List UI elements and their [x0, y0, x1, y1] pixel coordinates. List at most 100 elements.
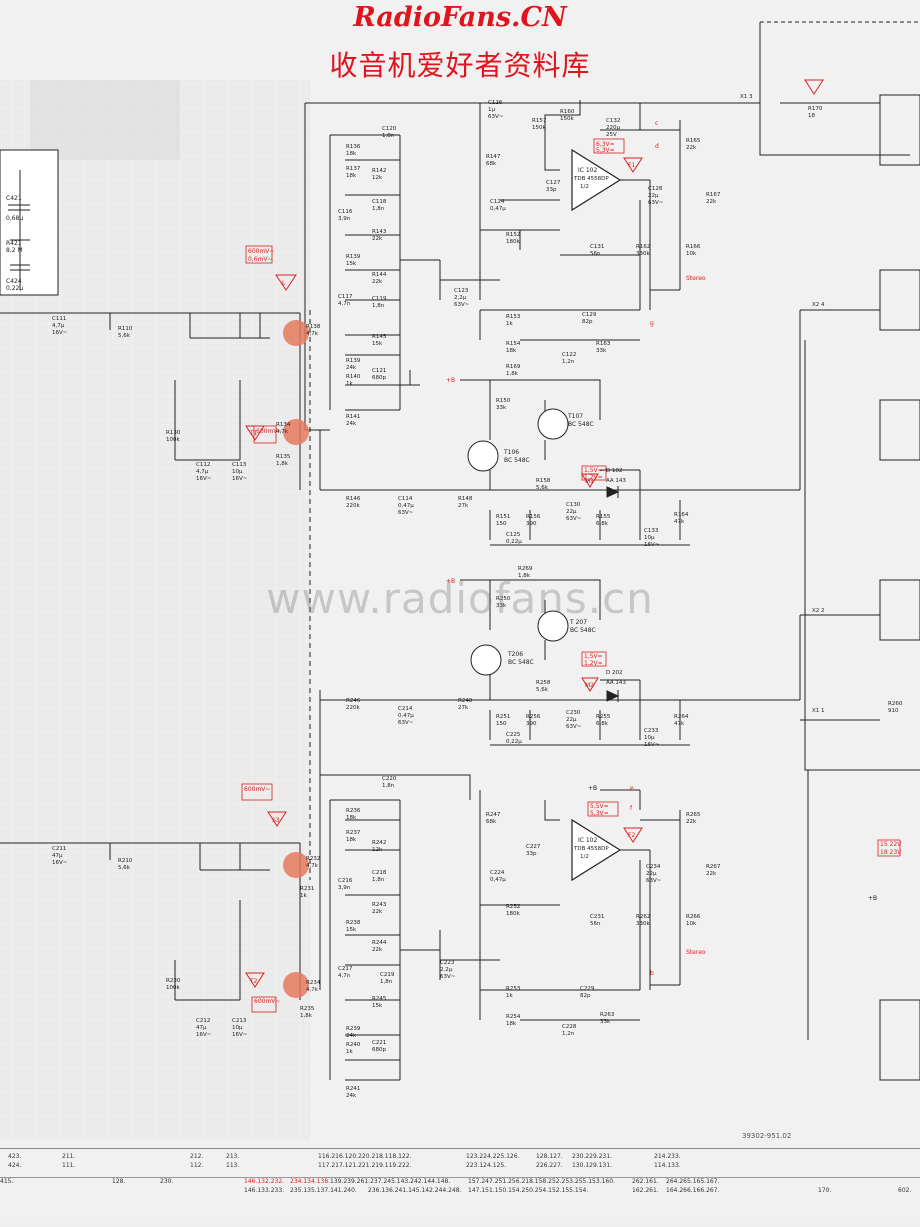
lower-plus-b: +B: [446, 578, 455, 585]
r421-label: R421: [6, 240, 22, 247]
component-label: 4,7k: [276, 429, 289, 435]
component-label: 24k: [346, 421, 357, 427]
component-label: 12k: [372, 175, 383, 181]
component-label: 47k: [674, 519, 685, 525]
component-label: 1,2n: [562, 359, 575, 365]
component-label: R160: [560, 109, 575, 115]
upper-tp-t: T1: [249, 430, 258, 437]
component-label: 18k: [346, 815, 357, 821]
component-label: C234: [646, 864, 661, 870]
component-label: 1,2n: [562, 1031, 575, 1037]
component-label: 33k: [596, 348, 607, 354]
lower-label-e: e: [630, 785, 634, 792]
component-label: R246: [346, 698, 361, 704]
component-label: R243: [372, 902, 387, 908]
component-label: R263: [600, 1012, 615, 1018]
component-label: C224: [490, 870, 505, 876]
t106-symbol: [467, 440, 499, 472]
component-label: 4,7µ: [52, 323, 65, 329]
component-label: R255: [596, 714, 611, 720]
component-label: 22µ: [566, 509, 577, 515]
component-label: X2 4: [812, 302, 825, 308]
component-label: C126: [488, 100, 503, 106]
t206-symbol: [470, 644, 502, 676]
d102-symbol: [606, 486, 620, 498]
component-label: 1,8n: [382, 133, 395, 139]
component-label: R163: [596, 341, 611, 347]
lower-tp-s: S3: [272, 817, 280, 824]
upper-note-boxes: [245, 138, 625, 481]
right-plus-b: +B: [868, 895, 877, 902]
component-label: C221: [372, 1040, 386, 1046]
lower-op-amp: IC 102 TDB 4558DP 1/2: [571, 818, 622, 882]
c424-label: C424: [6, 278, 22, 285]
component-label: C223: [440, 960, 455, 966]
component-label: R247: [486, 812, 501, 818]
upper-label-g: g: [650, 320, 654, 327]
footer-cell: 214.233.: [654, 1153, 681, 1160]
component-label: 63V~: [488, 114, 504, 120]
component-label: 100k: [166, 437, 180, 443]
component-label: R254: [506, 1014, 521, 1020]
component-label: R252: [506, 904, 520, 910]
component-label: R210: [118, 858, 133, 864]
component-label: 1,8k: [300, 1013, 313, 1019]
component-label: 390: [526, 521, 537, 527]
component-label: 22k: [372, 279, 383, 285]
component-label: R150: [496, 398, 511, 404]
component-label: 1µ: [488, 107, 495, 113]
component-label: 3,9n: [338, 216, 351, 222]
component-label: 15k: [346, 927, 357, 933]
component-position-footer: 423. 211. 212. 213. 116.216.120.220.218.…: [0, 1148, 920, 1224]
lower-plus-b-ic: +B: [588, 785, 597, 792]
component-label: C111: [52, 316, 66, 322]
component-label: C132: [606, 118, 620, 124]
component-label: C219: [380, 972, 395, 978]
component-label: 22k: [372, 909, 383, 915]
footer-cell: 262.161.: [632, 1178, 659, 1185]
component-label: 1,8n: [372, 303, 385, 309]
upper-stereo: Stereo: [686, 275, 706, 282]
watermark: www.radiofans.cn: [266, 574, 654, 623]
footer-row-3: 415. 128. 230. 146.132.232. 234.134.138.…: [0, 1177, 920, 1190]
component-label: 16V~: [644, 542, 660, 548]
component-label: R245: [372, 996, 387, 1002]
component-label: 18k: [506, 1021, 517, 1027]
upper-transistors: [467, 408, 569, 472]
component-label: R170: [808, 106, 823, 112]
component-label: 22µ: [648, 193, 659, 199]
component-label: C213: [232, 1018, 247, 1024]
component-label: 1,8n: [372, 877, 385, 883]
component-label: 18k: [346, 173, 357, 179]
component-label: X1 1: [812, 708, 825, 714]
component-label: R236: [346, 808, 361, 814]
component-label: 4,7k: [306, 987, 319, 993]
c424-value: 0,22µ: [6, 285, 23, 292]
c421-label: C421: [6, 195, 22, 202]
component-label: R139: [346, 358, 361, 364]
component-label: 1k: [346, 1049, 353, 1055]
component-label: R157: [532, 118, 547, 124]
footer-cell: 423.: [8, 1153, 22, 1160]
component-label: R143: [372, 229, 387, 235]
upper-label-c: c: [655, 120, 658, 127]
component-label: 63V~: [566, 516, 582, 522]
upper-testpoints: [245, 79, 824, 488]
component-label: R258: [536, 680, 551, 686]
component-label: 1k: [506, 993, 513, 999]
component-label: R231: [300, 886, 314, 892]
lower-tp-f: F2: [628, 832, 635, 839]
component-label: 330k: [636, 251, 650, 257]
upper-tp-l: L: [282, 280, 286, 287]
component-label: R154: [506, 341, 521, 347]
component-label: R153: [506, 314, 521, 320]
component-label: C124: [490, 199, 505, 205]
component-label: 5,6k: [118, 333, 131, 339]
component-label: 1,8n: [372, 206, 385, 212]
component-label: C229: [580, 986, 595, 992]
component-label: C127: [546, 180, 561, 186]
component-label: R244: [372, 940, 387, 946]
component-label: 10k: [686, 251, 697, 257]
component-label: 18k: [506, 348, 517, 354]
